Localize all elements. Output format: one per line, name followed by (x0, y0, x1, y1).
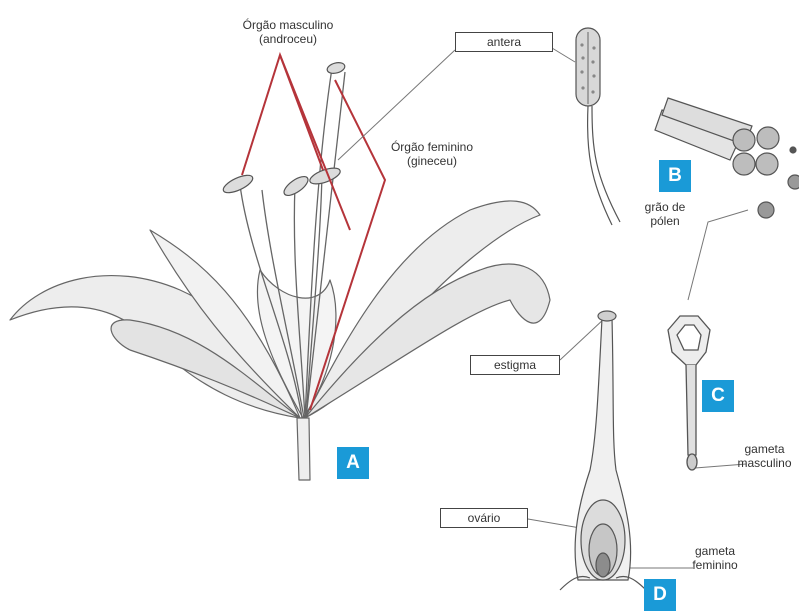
pollen-grain-label-line2: pólen (630, 214, 700, 228)
male-organ-label-line1: Órgão masculino (218, 18, 358, 32)
badge-a: A (337, 447, 369, 479)
female-gamete-label-line2: feminino (680, 558, 750, 572)
pollen-grain-label-line1: grão de (630, 200, 700, 214)
female-organ-label: Órgão feminino (gineceu) (372, 140, 492, 168)
female-gamete-label: gameta feminino (680, 544, 750, 572)
male-gamete-label-line2: masculino (730, 456, 799, 470)
female-gamete-label-line1: gameta (680, 544, 750, 558)
badge-c: C (702, 380, 734, 412)
stem (297, 418, 310, 480)
male-gamete-label-line1: gameta (730, 442, 799, 456)
male-organ-label: Órgão masculino (androceu) (218, 18, 358, 46)
badge-b: B (659, 160, 691, 192)
anthers (221, 61, 346, 199)
female-organ-label-line2: (gineceu) (372, 154, 492, 168)
stigma-label: estigma (470, 355, 560, 375)
female-organ-label-line1: Órgão feminino (372, 140, 492, 154)
ovary-label: ovário (440, 508, 528, 528)
male-organ-label-line2: (androceu) (218, 32, 358, 46)
anther-label: antera (455, 32, 553, 52)
lily-flower (10, 201, 550, 480)
pistil (560, 311, 646, 590)
anther-detail (576, 28, 620, 225)
badge-d: D (644, 579, 676, 611)
male-gamete-label: gameta masculino (730, 442, 799, 470)
pollen-grain-label: grão de pólen (630, 200, 700, 228)
